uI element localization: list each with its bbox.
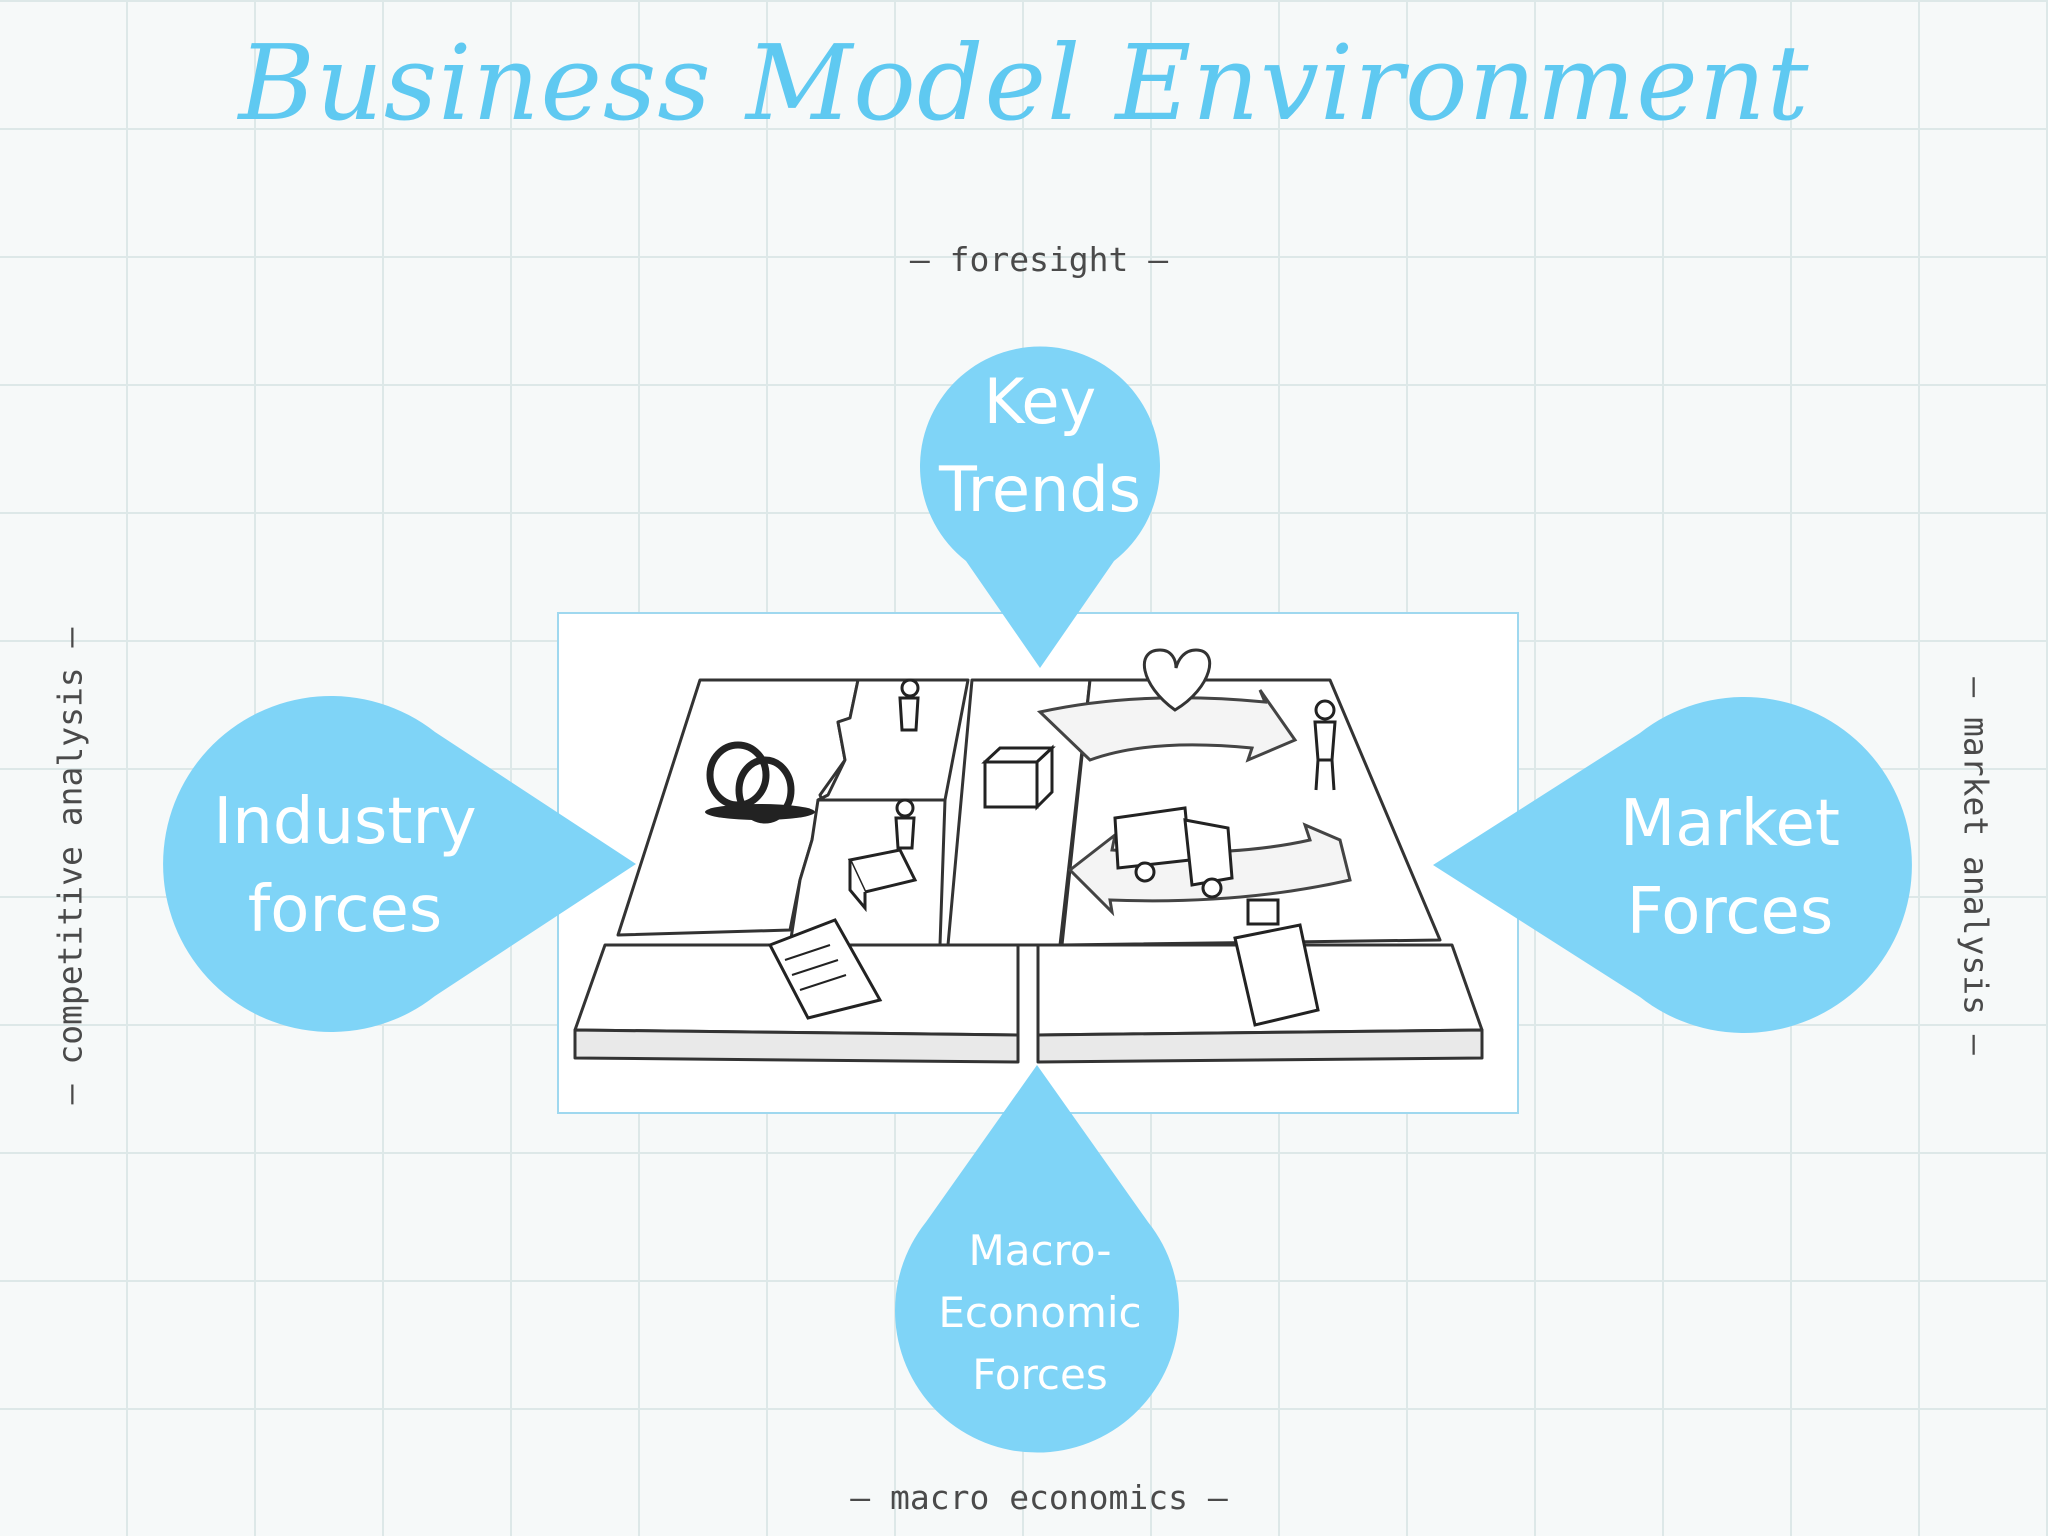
label-macro-economics: – macro economics – (850, 1478, 1228, 1517)
business-model-canvas-illustration (557, 612, 1519, 1114)
drop-key-trends (920, 346, 1161, 668)
drop-market-forces (1433, 697, 1912, 1033)
label-foresight: – foresight – (909, 240, 1169, 279)
page-title: Business Model Environment (238, 22, 1810, 144)
drop-label-macro-economic-forces: Macro- Economic Forces (938, 1226, 1142, 1399)
drop-label-industry-forces: Industry forces (213, 785, 477, 947)
drop-macro-economic-forces (895, 1065, 1179, 1453)
drop-industry-forces (163, 696, 636, 1032)
drop-label-key-trends: Key Trends (939, 365, 1141, 526)
drop-label-market-forces: Market Forces (1620, 787, 1840, 949)
